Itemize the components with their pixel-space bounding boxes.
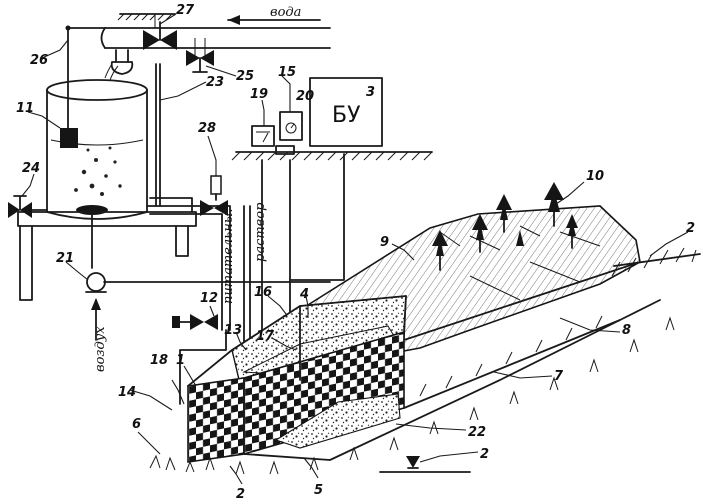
control-unit-label: БУ [332,103,361,128]
water-level-marker [380,456,470,472]
control-unit-number: 3 [366,85,375,100]
callout-17: 17 [256,329,275,344]
suspension-line-26 [68,28,105,128]
callout-18: 18 [150,353,168,368]
callout-21: 21 [56,251,74,266]
callout-16: 16 [254,285,272,300]
overflow-pipe-23 [156,64,160,206]
callout-19: 19 [250,87,268,102]
callout-22: 22 [468,425,486,440]
callout-4: 4 [299,287,309,302]
callout-12: 12 [200,291,218,306]
solution-label-line2: раствор [253,202,268,262]
valve-28-icon [200,176,228,216]
valve-25-icon [186,50,214,72]
callout-2-right: 2 [480,447,489,462]
callout-25: 25 [236,69,254,84]
callout-10: 10 [586,169,604,184]
callout-11: 11 [16,101,34,116]
ground-surface [232,152,432,160]
ceiling-mount [118,14,175,28]
callout-26: 26 [30,53,48,68]
callout-2-bottom: 2 [236,487,245,502]
callout-9: 9 [380,235,389,250]
air-label: воздух [93,326,108,372]
water-label: вода [270,5,301,20]
sensor-19-icon [252,126,274,146]
callout-6: 6 [132,417,141,432]
callout-8: 8 [622,323,631,338]
callout-7: 7 [554,369,564,384]
callout-5: 5 [314,483,323,498]
valve-24-icon [8,196,47,218]
callout-2-top: 2 [686,221,695,236]
solution-label-line1: питательны. [221,209,236,304]
valve-27-icon [143,22,177,50]
valve-12-icon [172,314,218,330]
nutrient-tank [47,64,147,219]
callout-13: 13 [224,323,242,338]
sensor-20-icon [280,112,302,140]
callout-24: 24 [22,161,40,176]
callout-14: 14 [118,385,136,400]
callout-27: 27 [176,3,195,18]
callout-23: 23 [206,75,224,90]
callout-1: 1 [176,353,185,368]
callout-15: 15 [278,65,296,80]
callout-20: 20 [296,89,314,104]
callout-28: 28 [198,121,216,136]
